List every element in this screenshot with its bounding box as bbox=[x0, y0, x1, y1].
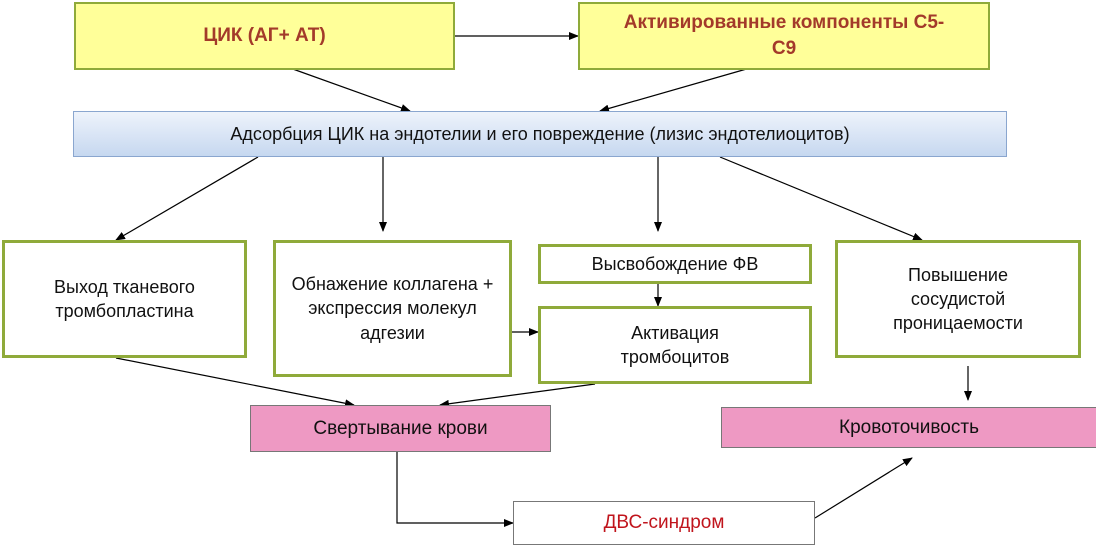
arrow-adsorption-to-permeability bbox=[719, 156, 923, 241]
arrow-adsorption-to-tissue bbox=[115, 156, 259, 241]
vascular-permeability-box: Повышение сосудистой проницаемости bbox=[835, 240, 1081, 358]
dic-syndrome-box: ДВС-синдром bbox=[513, 501, 815, 545]
adsorption-box: Адсорбция ЦИК на эндотелии и его поврежд… bbox=[73, 111, 1007, 157]
complement-components-box: Активированные компоненты С5-С9 bbox=[578, 2, 990, 70]
fv-release-box: Высвобождение ФВ bbox=[538, 244, 812, 284]
arrow-dic-to-bleeding bbox=[814, 457, 913, 519]
cik-box: ЦИК (АГ+ АТ) bbox=[74, 2, 455, 70]
arrow-coagulation-to-dic bbox=[396, 452, 514, 527]
arrow-tissue-to-coagulation bbox=[115, 357, 355, 408]
blood-coagulation-box: Свертывание крови bbox=[250, 405, 551, 452]
arrow-cik-to-adsorption bbox=[289, 67, 411, 112]
bleeding-box: Кровоточивость bbox=[721, 407, 1096, 448]
tissue-thromboplastin-box: Выход тканевого тромбопластина bbox=[2, 240, 247, 358]
platelet-activation-box: Активация тромбоцитов bbox=[538, 306, 812, 384]
arrow-complement-to-adsorption bbox=[599, 67, 751, 113]
arrow-platelets-to-coagulation bbox=[439, 383, 596, 408]
collagen-exposure-box: Обнажение коллагена + экспрессия молекул… bbox=[273, 240, 512, 377]
